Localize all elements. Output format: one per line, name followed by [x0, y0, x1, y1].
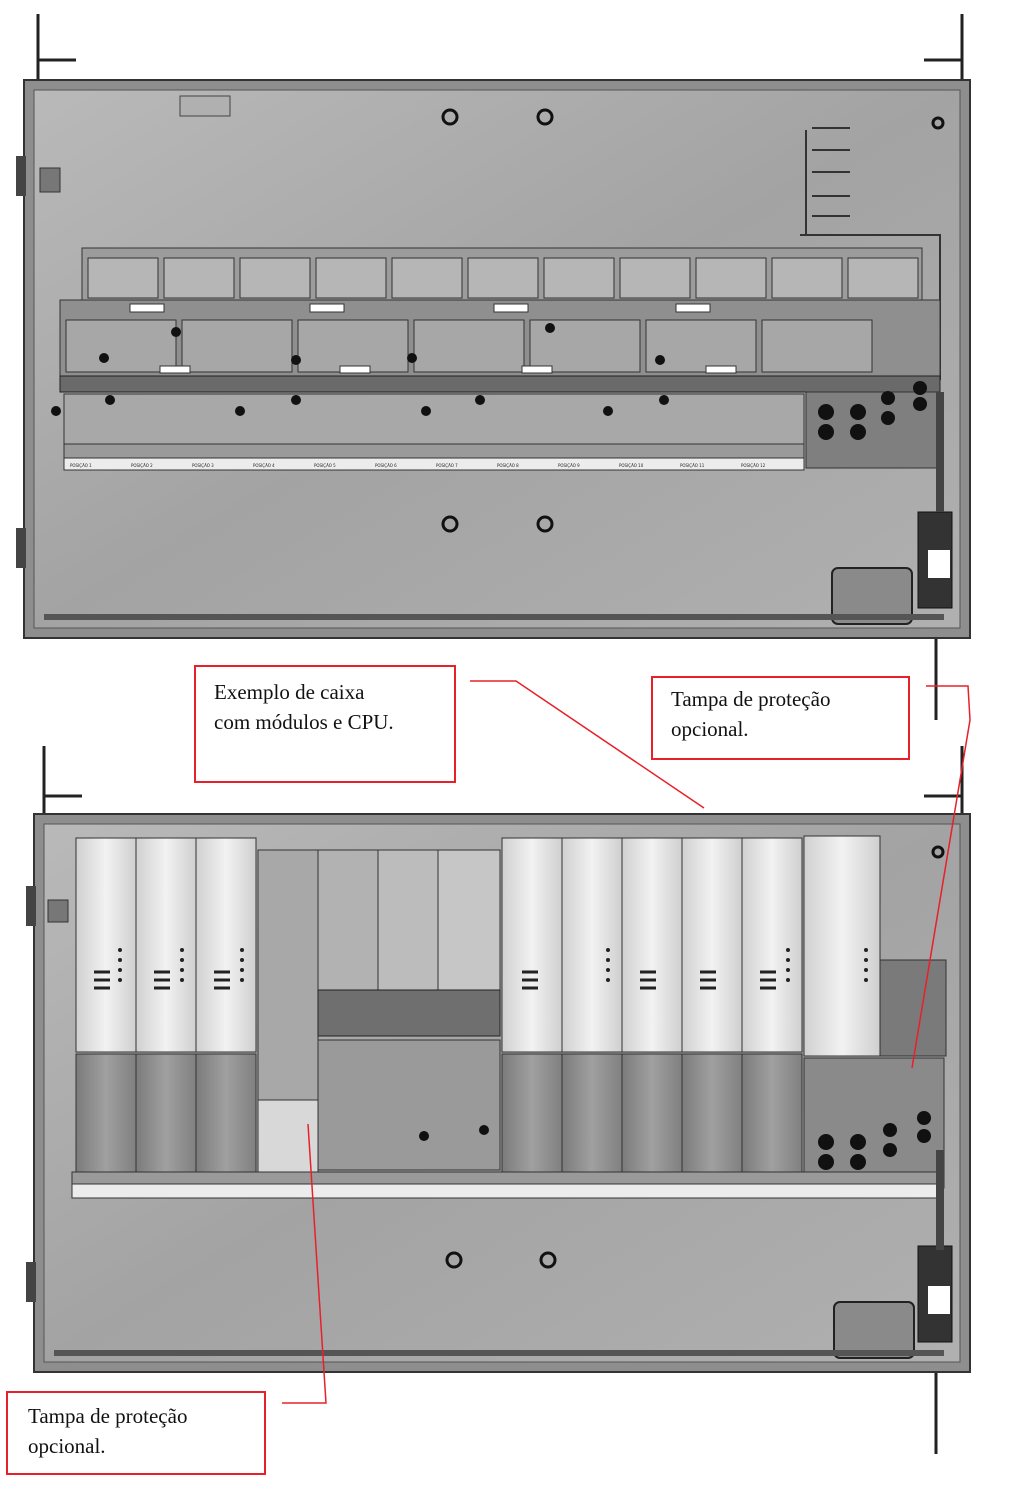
callout-line: com módulos e CPU. [214, 710, 394, 734]
callout-line: opcional. [28, 1434, 106, 1458]
callout-line: opcional. [671, 717, 749, 741]
position-label: POSIÇÃO 11 [680, 463, 705, 468]
callout-leaders [282, 680, 971, 1404]
callout-line: Tampa de proteção [28, 1404, 188, 1428]
callout-line: Exemplo de caixa [214, 680, 365, 704]
callout-top-cover: Tampa de proteção opcional. [651, 676, 910, 760]
position-label: POSIÇÃO 12 [741, 463, 766, 468]
position-label: POSIÇÃO 8 [497, 463, 519, 468]
position-label: POSIÇÃO 3 [192, 463, 214, 468]
leader-bottom-cover [282, 1123, 327, 1404]
position-label: POSIÇÃO 10 [619, 463, 644, 468]
position-label: POSIÇÃO 5 [314, 463, 336, 468]
callout-bottom-cover: Tampa de proteção opcional. [6, 1391, 266, 1475]
top-position-labels: POSIÇÃO 1 POSIÇÃO 2 POSIÇÃO 3 POSIÇÃO 4 … [70, 463, 766, 468]
callout-box-example: Exemplo de caixa com módulos e CPU. [194, 665, 456, 783]
position-label: POSIÇÃO 1 [70, 463, 92, 468]
top-enclosure: POSIÇÃO 1 POSIÇÃO 2 POSIÇÃO 3 POSIÇÃO 4 … [16, 14, 971, 720]
leader-top-cover [911, 685, 971, 1069]
position-label: POSIÇÃO 7 [436, 463, 458, 468]
callout-line: Tampa de proteção [671, 687, 831, 711]
position-label: POSIÇÃO 2 [131, 463, 153, 468]
position-label: POSIÇÃO 6 [375, 463, 397, 468]
position-label: POSIÇÃO 4 [253, 463, 275, 468]
leader-box-example [470, 680, 705, 809]
bottom-enclosure [26, 746, 971, 1454]
position-label: POSIÇÃO 9 [558, 463, 580, 468]
